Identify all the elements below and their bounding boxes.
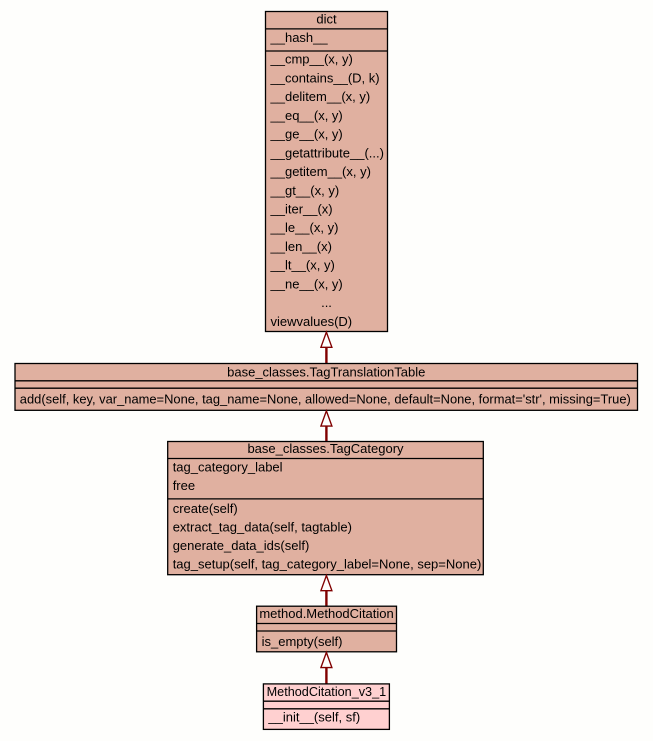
svg-text:method.MethodCitation: method.MethodCitation bbox=[259, 606, 393, 621]
svg-text:tag_category_label: tag_category_label bbox=[173, 460, 283, 475]
svg-text:__ne__(x, y): __ne__(x, y) bbox=[270, 276, 343, 291]
svg-text:__cmp__(x, y): __cmp__(x, y) bbox=[270, 52, 353, 67]
svg-text:generate_data_ids(self): generate_data_ids(self) bbox=[173, 538, 310, 553]
svg-text:add(self, key, var_name=None,: add(self, key, var_name=None, tag_name=N… bbox=[20, 392, 631, 407]
svg-text:extract_tag_data(self, tagtabl: extract_tag_data(self, tagtable) bbox=[173, 520, 352, 535]
svg-text:__getitem__(x, y): __getitem__(x, y) bbox=[270, 164, 371, 179]
svg-text:is_empty(self): is_empty(self) bbox=[262, 634, 343, 649]
svg-text:tag_setup(self, tag_category_l: tag_setup(self, tag_category_label=None,… bbox=[173, 557, 482, 572]
svg-text:__gt__(x, y): __gt__(x, y) bbox=[270, 183, 340, 198]
svg-text:MethodCitation_v3_1: MethodCitation_v3_1 bbox=[267, 684, 387, 699]
svg-text:viewvalues(D): viewvalues(D) bbox=[271, 314, 353, 329]
svg-text:__iter__(x): __iter__(x) bbox=[270, 201, 333, 216]
svg-text:__getattribute__(...): __getattribute__(...) bbox=[270, 145, 384, 160]
svg-text:__hash__: __hash__ bbox=[270, 30, 329, 45]
svg-text:__lt__(x, y): __lt__(x, y) bbox=[270, 258, 335, 273]
svg-text:__ge__(x, y): __ge__(x, y) bbox=[270, 127, 343, 142]
svg-text:__le__(x, y): __le__(x, y) bbox=[270, 220, 339, 235]
svg-text:base_classes.TagTranslationTab: base_classes.TagTranslationTable bbox=[227, 364, 425, 379]
svg-text:dict: dict bbox=[316, 12, 337, 27]
svg-text:create(self): create(self) bbox=[173, 501, 238, 516]
svg-text:__init__(self, sf): __init__(self, sf) bbox=[267, 710, 360, 725]
svg-text:__contains__(D, k): __contains__(D, k) bbox=[270, 70, 380, 85]
svg-text:__len__(x): __len__(x) bbox=[270, 239, 332, 254]
svg-text:...: ... bbox=[321, 295, 332, 310]
svg-text:__delitem__(x, y): __delitem__(x, y) bbox=[270, 89, 371, 104]
svg-text:base_classes.TagCategory: base_classes.TagCategory bbox=[247, 441, 404, 456]
svg-text:__eq__(x, y): __eq__(x, y) bbox=[270, 108, 343, 123]
svg-text:free: free bbox=[173, 478, 195, 493]
